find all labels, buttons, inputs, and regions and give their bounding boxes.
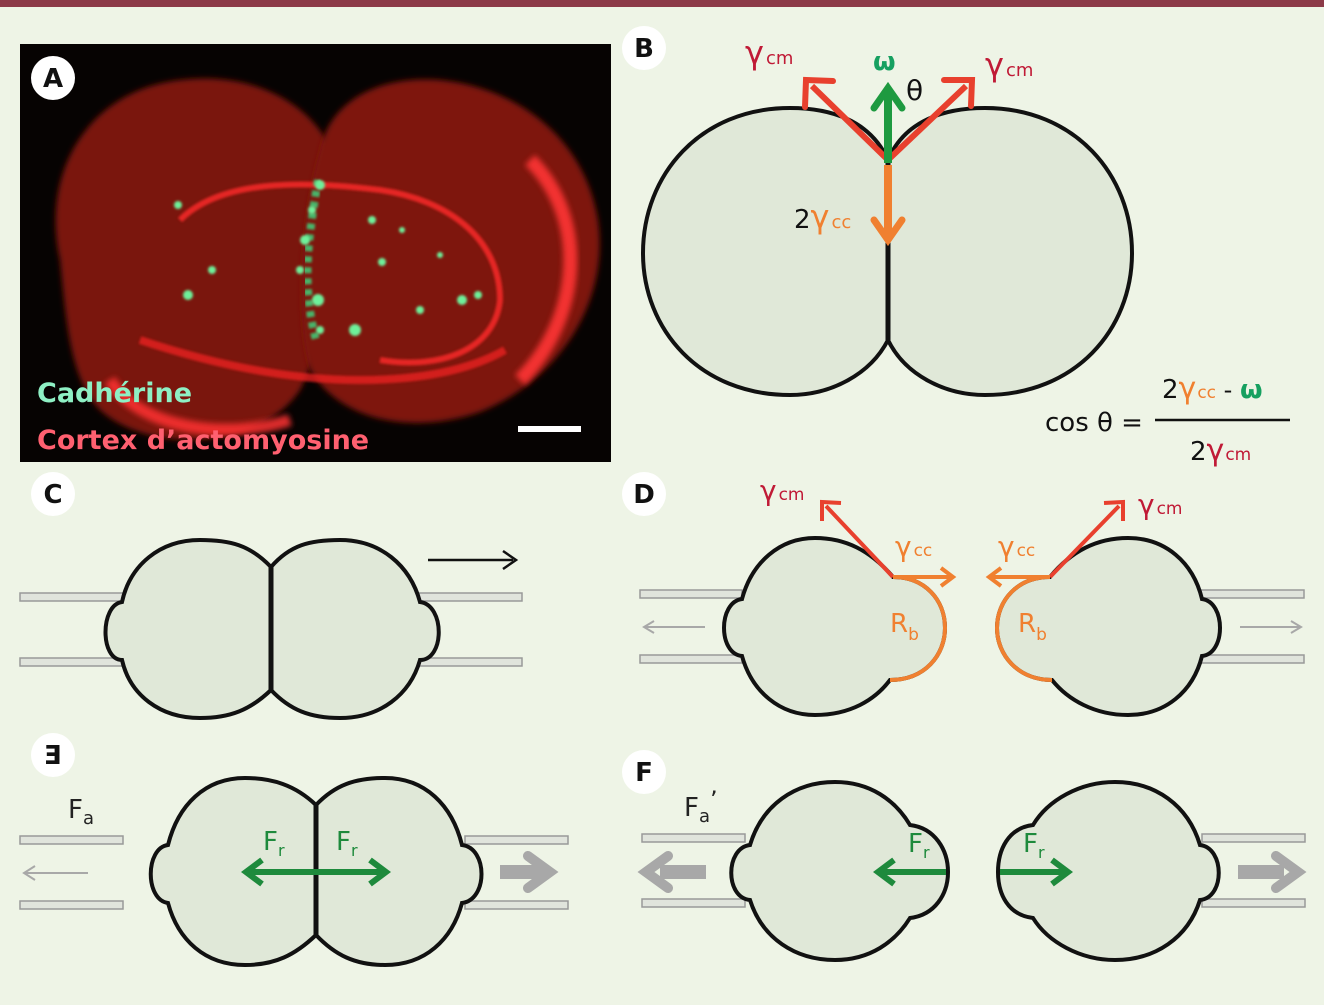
micropipette-d-right-bottom <box>1200 655 1304 663</box>
label-fa-prime: Fa’ <box>684 786 718 827</box>
panel-a: Cadhérine Cortex d’actomyosine A <box>20 44 611 462</box>
micropipette-f-left-bottom <box>642 899 745 907</box>
scale-bar <box>518 426 581 432</box>
micropipette-f-left-top <box>642 834 745 842</box>
formula-numerator: 2γcc - ω <box>1162 371 1263 406</box>
micropipette-left-top <box>20 593 128 601</box>
micropipette-e-right-bottom <box>465 901 568 909</box>
legend-cortex: Cortex d’actomyosine <box>37 425 369 456</box>
micropipette-f-right-top <box>1202 834 1305 842</box>
micropipette-d-right-top <box>1200 590 1304 598</box>
badge-e-label: E <box>44 741 62 771</box>
panel-c: C <box>20 472 522 718</box>
micropipette-d-left-bottom <box>640 655 742 663</box>
label-theta: θ <box>906 74 923 107</box>
micropipette-e-left-top <box>20 836 123 844</box>
badge-c-label: C <box>43 480 62 510</box>
micropipette-left-bottom <box>20 658 128 666</box>
young-dupre-formula: cos θ = 2γcc - ω 2γcm <box>1045 371 1290 468</box>
micropipette-right-top <box>416 593 522 601</box>
formula-denominator: 2γcm <box>1190 433 1251 468</box>
badge-f-label: F <box>635 758 653 788</box>
label-omega: ω <box>873 47 896 77</box>
panel-e: E Fr Fr Fa <box>20 733 568 965</box>
badge-a-label: A <box>43 64 63 94</box>
micropipette-d-left-top <box>640 590 742 598</box>
formula-lhs: cos θ = <box>1045 408 1143 438</box>
micropipette-e-right-top <box>465 836 568 844</box>
badge-d-label: D <box>633 480 655 510</box>
label-fa: Fa <box>68 795 94 829</box>
top-bar <box>0 0 1324 7</box>
legend-cadherin: Cadhérine <box>37 378 192 409</box>
panel-f: F Fr Fr Fa’ <box>622 750 1305 960</box>
micropipette-e-left-bottom <box>20 901 123 909</box>
micropipette-f-right-bottom <box>1202 899 1305 907</box>
micropipette-right-bottom <box>416 658 522 666</box>
badge-b-label: B <box>634 34 654 64</box>
